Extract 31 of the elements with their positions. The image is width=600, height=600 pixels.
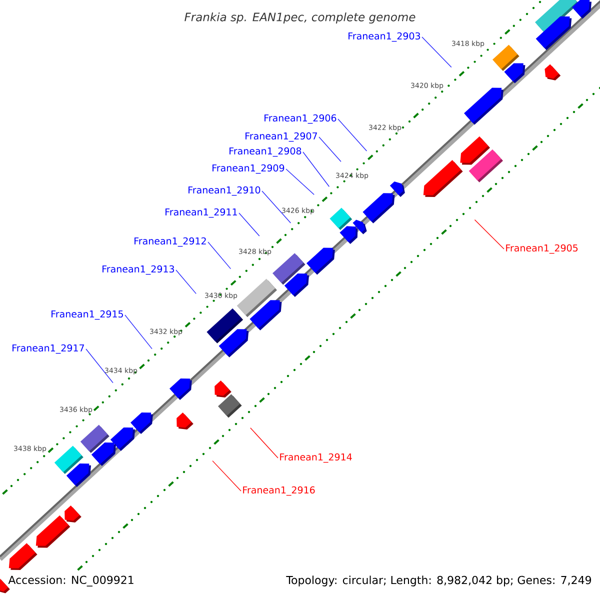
gene-label: Franean1_2916 <box>243 486 315 496</box>
leader-line <box>286 168 314 195</box>
gene-label: Franean1_2906 <box>264 114 336 124</box>
gene-label: Franean1_2915 <box>52 310 123 320</box>
leader-line <box>302 152 330 187</box>
leader-line <box>422 36 452 68</box>
leader-line <box>262 190 292 224</box>
leader-line <box>474 219 504 250</box>
gene-label: Franean1_2910 <box>188 186 260 196</box>
leader-line <box>338 118 368 152</box>
leader-line <box>212 460 242 492</box>
gene-label: Franean1_2917 <box>12 344 84 354</box>
gene-label: Franean1_2913 <box>102 265 174 275</box>
gene-label: Franean1_2909 <box>212 164 284 174</box>
leader-line <box>208 242 232 270</box>
leader-line <box>86 348 114 384</box>
leader-line <box>124 314 152 350</box>
gene-label: Franean1_2914 <box>280 453 352 463</box>
gene-label: Franean1_2903 <box>348 32 420 42</box>
accession-text: Accession: NC_009921 <box>8 576 134 586</box>
title: Frankia sp. EAN1pec, complete genome <box>184 12 416 24</box>
genome-info-text: Topology: circular; Length: 8,982,042 bp; Genes: 7,249 <box>286 576 592 586</box>
gene-label: Franean1_2907 <box>246 132 317 142</box>
leader-line <box>238 212 260 236</box>
leader-line <box>318 136 342 162</box>
gene-label: Franean1_2912 <box>134 237 206 247</box>
leader-line <box>176 270 196 294</box>
leader-line <box>250 428 278 458</box>
gene-label: Franean1_2905 <box>506 244 578 254</box>
gene-label: Franean1_2908 <box>230 147 302 157</box>
gene-label: Franean1_2911 <box>166 208 237 218</box>
